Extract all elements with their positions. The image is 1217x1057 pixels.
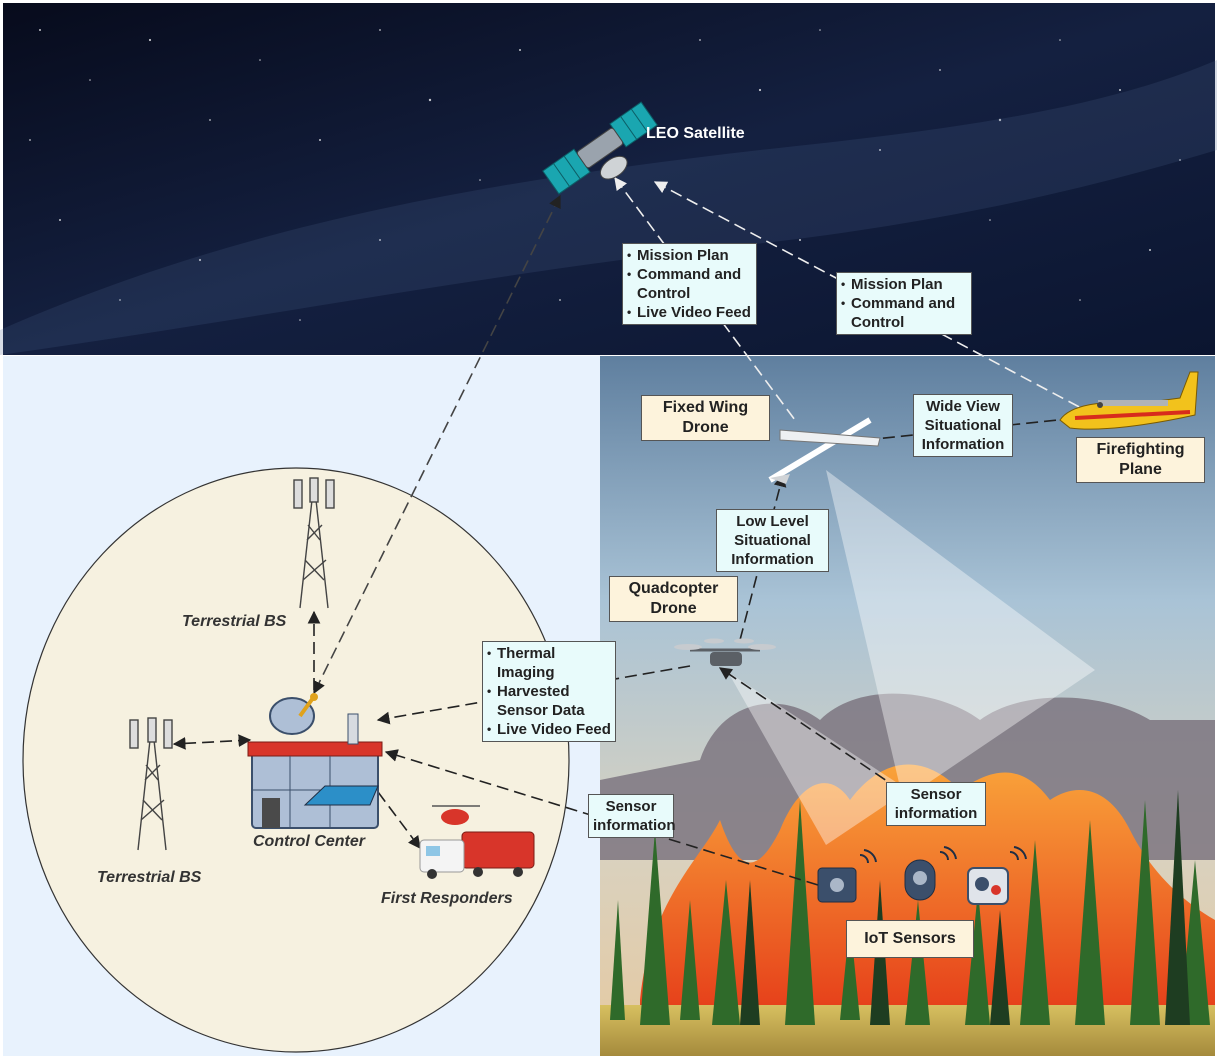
live-video-item: Live Video Feed [627, 303, 752, 322]
satellite-label: LEO Satellite [646, 125, 745, 142]
link-control-center-bs-left [172, 734, 252, 750]
quadcopter-view-cone [728, 672, 908, 845]
firefighting-plane-label: Firefighting Plane [1076, 437, 1205, 483]
terrestrial-bs-top-icon [293, 477, 335, 609]
mission-plan-item: Mission Plan [627, 246, 752, 265]
thermal-imaging-box: Thermal Imaging Harvested Sensor Data Li… [482, 641, 616, 742]
terrestrial-bs-left-caption: Terrestrial BS [97, 869, 202, 886]
quadcopter-drone-label: Quadcopter Drone [609, 576, 738, 622]
milky-way-glow [0, 60, 1217, 355]
link-quadcopter-control-center [376, 665, 691, 725]
wide-view-box: Wide View Situational Information [913, 394, 1013, 457]
sensor-info-box-left: Sensor information [588, 794, 676, 838]
label-line: Situational [924, 417, 1002, 434]
command-control-item: Command and Control [841, 294, 967, 332]
label-line: Drone [682, 419, 729, 436]
label-line: Drone [650, 600, 697, 617]
iot-sensors-label: IoT Sensors [846, 920, 974, 958]
label-line: Information [731, 551, 814, 568]
thermal-imaging-item: Thermal Imaging [487, 644, 611, 682]
fixed-wing-drone-label: Fixed Wing Drone [641, 395, 770, 441]
label-line: Fixed Wing [662, 399, 749, 416]
link-quadcopter-fixed-wing [739, 473, 787, 641]
command-control-item: Command and Control [627, 265, 752, 303]
first-responders-icon [419, 805, 535, 879]
mission-plan-item: Mission Plan [841, 275, 967, 294]
mission-plan-box-left: Mission Plan Command and Control Live Vi… [622, 243, 757, 325]
label-line: Sensor [605, 798, 657, 815]
satellite-icon [542, 101, 658, 195]
mission-plan-box-right: Mission Plan Command and Control [836, 272, 972, 335]
iot-sensor-icons [817, 846, 1027, 905]
pine-trees [610, 800, 1210, 1025]
label-line: Situational [734, 532, 811, 549]
quadcopter-drone-icon [674, 638, 776, 666]
first-responders-caption: First Responders [381, 890, 513, 907]
label-line: Wide View [926, 398, 1000, 415]
firefighting-plane-icon [1059, 371, 1199, 430]
low-level-box: Low Level Situational Information [716, 509, 829, 572]
fixed-wing-view-cone [826, 470, 1095, 800]
live-video-item: Live Video Feed [487, 720, 611, 739]
label-line: Quadcopter [628, 580, 719, 597]
label-line: information [894, 805, 978, 822]
terrestrial-bs-left-icon [129, 717, 173, 851]
link-satellite-control-center [313, 194, 561, 695]
link-sensors-quadcopter [718, 667, 916, 801]
control-center-icon [247, 693, 383, 829]
control-center-caption: Control Center [253, 833, 365, 850]
harvested-data-item: Harvested Sensor Data [487, 682, 611, 720]
label-line: Information [921, 436, 1005, 453]
label-line: Sensor [910, 786, 962, 803]
label-line: Low Level [736, 513, 809, 530]
label-line: Firefighting [1096, 441, 1185, 458]
terrestrial-bs-top-caption: Terrestrial BS [182, 613, 287, 630]
link-control-center-responders [377, 791, 421, 850]
sensor-info-box-right: Sensor information [886, 782, 986, 826]
fixed-wing-drone-icon [768, 417, 881, 484]
label-line: information [593, 817, 676, 834]
label-line: Plane [1119, 461, 1162, 478]
